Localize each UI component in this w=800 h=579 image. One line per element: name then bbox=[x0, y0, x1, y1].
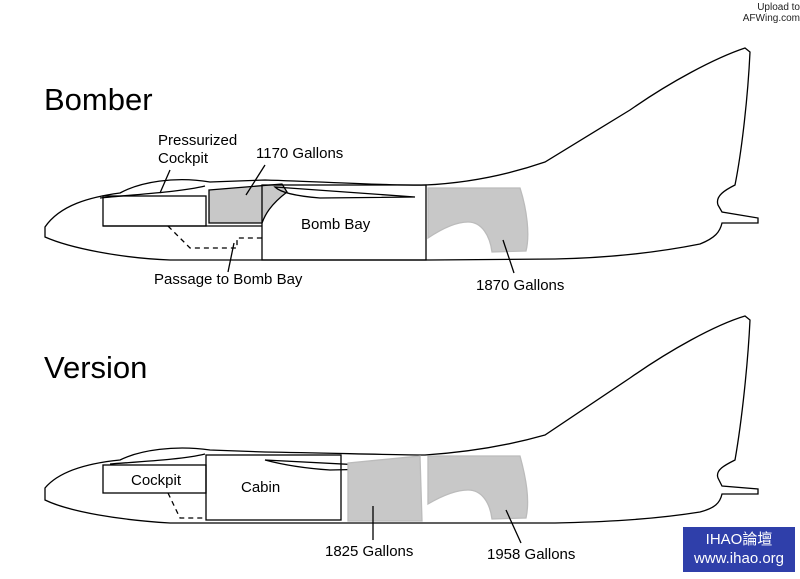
bomber-leader-tank-front bbox=[245, 164, 266, 196]
version-label-tank-rear: 1958 Gallons bbox=[487, 546, 576, 563]
version-label-cockpit: Cockpit bbox=[131, 472, 182, 489]
bomber-leader-tank-rear bbox=[502, 239, 515, 274]
version-front-tank bbox=[347, 455, 423, 522]
upload-credit: Upload to AFWing.com bbox=[710, 2, 800, 24]
bomber-passage-dashed bbox=[167, 225, 262, 249]
bomber-front-tank bbox=[208, 183, 288, 224]
bomber-label-bomb-bay: Bomb Bay bbox=[301, 216, 371, 233]
bomber-leader-passage bbox=[227, 242, 235, 273]
version-leader-tank-rear bbox=[505, 509, 522, 544]
version-cabin-box bbox=[205, 454, 342, 521]
bomber-title: Bomber bbox=[44, 82, 153, 117]
bomber-aircraft bbox=[44, 47, 759, 274]
bomber-canopy-line bbox=[99, 185, 206, 199]
credit-line-1: Upload to bbox=[757, 2, 800, 13]
bomber-leader-cockpit bbox=[159, 169, 171, 194]
watermark-line-1: IHAO論壇 bbox=[705, 531, 773, 548]
bomber-bomb-bay-box bbox=[261, 184, 427, 261]
version-title: Version bbox=[44, 350, 148, 385]
bomber-label-tank-front: 1170 Gallons bbox=[256, 145, 344, 162]
bomber-cockpit-box bbox=[102, 195, 207, 227]
version-rear-tank bbox=[427, 455, 529, 520]
bomber-label-tank-rear: 1870 Gallons bbox=[476, 277, 565, 294]
bomber-rear-tank bbox=[427, 187, 529, 253]
version-label-cabin: Cabin bbox=[241, 479, 281, 496]
watermark-line-2: www.ihao.org bbox=[693, 550, 785, 567]
version-aircraft bbox=[44, 315, 759, 544]
version-canopy-line bbox=[109, 453, 206, 465]
version-label-tank-front: 1825 Gallons bbox=[325, 543, 414, 560]
bomber-label-passage: Passage to Bomb Bay bbox=[154, 271, 303, 288]
ihao-watermark: IHAO論壇 www.ihao.org bbox=[683, 527, 795, 572]
version-fuselage-outline bbox=[44, 315, 759, 524]
credit-line-2: AFWing.com bbox=[742, 13, 800, 24]
version-wing-root bbox=[264, 459, 421, 471]
version-passage-dashed bbox=[167, 492, 206, 519]
bomber-wing-root bbox=[273, 186, 416, 199]
bomber-label-pressurized: Pressurized bbox=[158, 132, 238, 149]
bomber-label-cockpit: Cockpit bbox=[158, 150, 209, 167]
bomber-fuselage-outline bbox=[44, 47, 759, 261]
